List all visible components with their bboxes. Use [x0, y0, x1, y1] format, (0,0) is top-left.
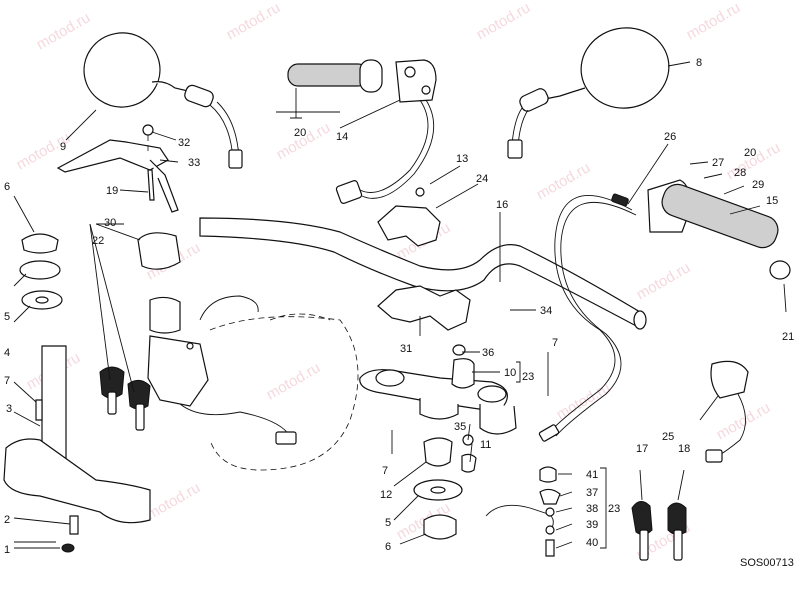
label-39: 39	[586, 519, 598, 531]
label-17: 17	[636, 443, 648, 455]
label-26: 26	[664, 131, 676, 143]
label-29: 29	[752, 179, 764, 191]
group-brackets	[96, 111, 521, 383]
label-7: 7	[4, 375, 10, 387]
label-13: 13	[456, 153, 468, 165]
label-15: 15	[766, 195, 778, 207]
part-labels: 1 2 3 4 5 5 6 6 7 7 7 8 9 10 11 12 13 14…	[4, 57, 794, 556]
label-5: 5	[4, 311, 10, 323]
label-4: 4	[4, 347, 10, 359]
label-22: 22	[92, 235, 104, 247]
svg-text:motod.ru: motod.ru	[34, 9, 94, 53]
leader-lines	[13, 61, 787, 549]
throttle-cable	[538, 195, 637, 442]
label-11: 11	[480, 439, 491, 451]
handlebar-risers	[377, 187, 471, 331]
label-6: 6	[385, 541, 391, 553]
left-steering-parts	[3, 233, 151, 553]
label-37: 37	[586, 487, 598, 499]
label-19: 19	[106, 185, 118, 197]
svg-text:motod.ru: motod.ru	[724, 139, 784, 183]
label-32: 32	[178, 137, 190, 149]
label-31: 31	[400, 343, 412, 355]
top-triple-clamp	[359, 344, 517, 435]
label-1: 1	[4, 544, 10, 556]
label-27: 27	[712, 157, 724, 169]
label-20: 20	[744, 147, 756, 159]
svg-text:motod.ru: motod.ru	[224, 0, 284, 43]
label-10: 10	[504, 367, 516, 379]
label-3: 3	[6, 403, 12, 415]
steering-stem-parts-right	[413, 434, 477, 540]
label-16: 16	[496, 199, 508, 211]
label-5: 5	[385, 517, 391, 529]
label-28: 28	[734, 167, 746, 179]
label-34: 34	[540, 305, 552, 317]
svg-text:motod.ru: motod.ru	[274, 119, 334, 163]
label-7: 7	[552, 337, 558, 349]
label-40: 40	[586, 537, 598, 549]
label-24: 24	[476, 173, 488, 185]
ignition-switch-assembly	[99, 232, 297, 445]
svg-text:motod.ru: motod.ru	[534, 159, 594, 203]
label-2: 2	[4, 514, 10, 526]
svg-text:motod.ru: motod.ru	[684, 0, 744, 43]
label-14: 14	[336, 131, 348, 143]
label-8: 8	[696, 57, 702, 69]
label-21: 21	[782, 331, 794, 343]
drawing-code: SOS00713	[740, 557, 794, 569]
label-9: 9	[60, 141, 66, 153]
svg-text:motod.ru: motod.ru	[634, 259, 694, 303]
svg-text:motod.ru: motod.ru	[474, 0, 534, 43]
right-mirror	[507, 27, 670, 159]
right-grip-assembly	[611, 179, 791, 280]
svg-text:motod.ru: motod.ru	[264, 359, 324, 403]
hardware-stack-37-41	[485, 466, 561, 557]
label-36: 36	[482, 347, 494, 359]
label-18: 18	[678, 443, 690, 455]
label-20: 20	[294, 127, 306, 139]
label-33: 33	[188, 157, 200, 169]
left-switch-housing	[335, 59, 437, 204]
label-41: 41	[586, 469, 598, 481]
label-23: 23	[608, 503, 620, 515]
handlebar	[199, 217, 647, 330]
label-35: 35	[454, 421, 466, 433]
label-25: 25	[662, 431, 674, 443]
label-6: 6	[4, 181, 10, 193]
label-23: 23	[522, 371, 534, 383]
right-switch-housing	[705, 360, 749, 463]
left-grip	[287, 59, 383, 93]
label-7: 7	[382, 465, 388, 477]
label-38: 38	[586, 503, 598, 515]
left-mirror	[83, 32, 243, 169]
mirror-bracket	[56, 124, 179, 213]
frame-outline	[209, 313, 359, 471]
label-12: 12	[380, 489, 392, 501]
svg-text:motod.ru: motod.ru	[144, 479, 204, 523]
label-30: 30	[104, 217, 116, 229]
ignition-keys-right	[631, 501, 687, 561]
